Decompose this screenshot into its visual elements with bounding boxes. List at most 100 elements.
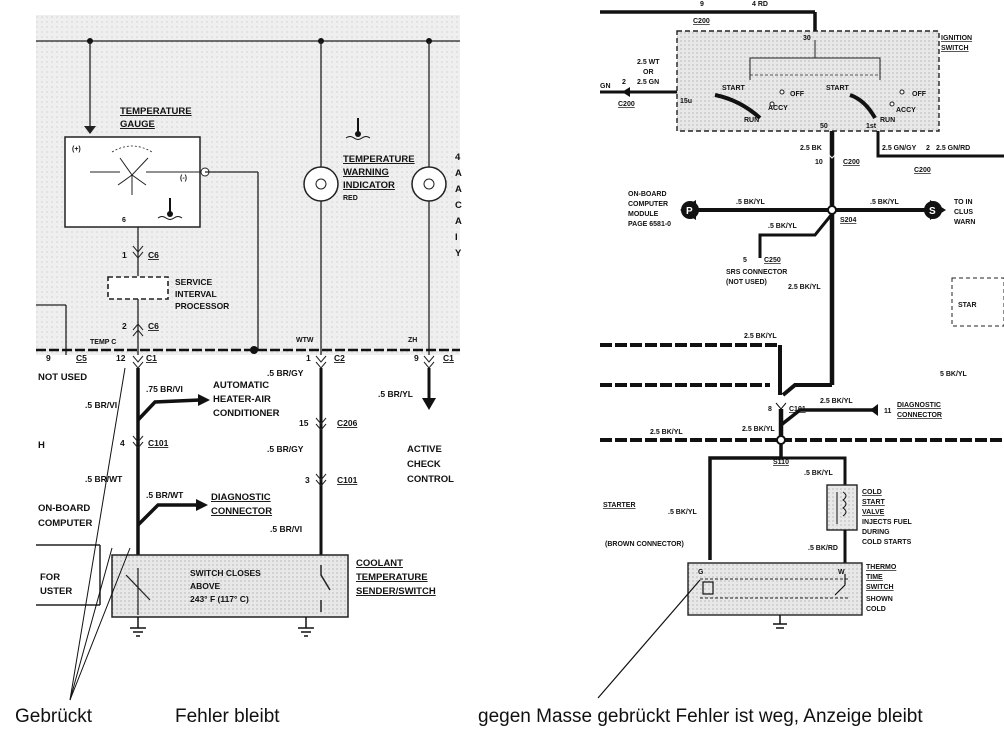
svg-text:A: A bbox=[455, 168, 462, 179]
c250: C250 bbox=[764, 257, 781, 264]
ahac-line-3: CONDITIONER bbox=[213, 408, 280, 419]
pin-2: 2 bbox=[622, 79, 626, 86]
c206-pin: 15 bbox=[299, 418, 309, 428]
svg-text:I: I bbox=[455, 232, 458, 243]
svg-text:A: A bbox=[455, 216, 462, 227]
c2-label: C2 bbox=[334, 353, 345, 363]
wire-5-bk-yl-a: .5 BK/YL bbox=[736, 199, 766, 206]
shown-1: SHOWN bbox=[866, 596, 893, 603]
not-used-label: NOT USED bbox=[38, 372, 87, 383]
gauge-title-2: GAUGE bbox=[120, 119, 155, 130]
wire-or: OR bbox=[643, 69, 654, 76]
for-cluster-2: USTER bbox=[40, 586, 72, 597]
c200-right: C200 bbox=[914, 167, 931, 174]
c1-label: C1 bbox=[146, 353, 157, 363]
accy-2: ACCY bbox=[896, 107, 916, 114]
off-1: OFF bbox=[790, 91, 805, 98]
temperature-gauge: TEMPERATURE GAUGE (+) (-) 6 bbox=[64, 106, 210, 228]
c6-label-top: C6 bbox=[148, 250, 159, 260]
obc-module-3: MODULE bbox=[628, 211, 659, 218]
wire-25-bk-yl-c: 2.5 BK/YL bbox=[820, 398, 853, 405]
wire-5-br-vi: .5 BR/VI bbox=[85, 400, 117, 410]
diag-pin-r: 11 bbox=[884, 408, 892, 415]
inject-1: INJECTS FUEL bbox=[862, 519, 913, 526]
wire-25-bk-yl-e: 2.5 BK/YL bbox=[650, 429, 683, 436]
inject-2: DURING bbox=[862, 529, 890, 536]
ignition-title-2: SWITCH bbox=[941, 45, 969, 52]
to-in-3: WARN bbox=[954, 219, 975, 226]
ground-symbol-tts bbox=[773, 615, 787, 629]
pointer-line-3 bbox=[69, 547, 131, 701]
srs-1: SRS CONNECTOR bbox=[726, 269, 787, 276]
sip-line-1: SERVICE bbox=[175, 277, 212, 287]
pin-30: 30 bbox=[803, 35, 811, 42]
p-marker: P bbox=[686, 206, 693, 217]
wire-75-br-vi: .75 BR/VI bbox=[146, 384, 183, 394]
warning-title-1: TEMPERATURE bbox=[343, 154, 415, 165]
wire-5-br-yl: .5 BR/YL bbox=[378, 389, 413, 399]
tts-3: SWITCH bbox=[866, 584, 894, 591]
srs-2: (NOT USED) bbox=[726, 279, 767, 286]
tts-1: THERMO bbox=[866, 564, 897, 571]
obc-module-2: COMPUTER bbox=[628, 201, 668, 208]
h-label: H bbox=[38, 440, 45, 451]
sip-line-2: INTERVAL bbox=[175, 289, 217, 299]
caption-bridged: Gebrückt bbox=[15, 706, 93, 727]
s-marker: S bbox=[929, 206, 936, 217]
to-in-1: TO IN bbox=[954, 199, 973, 206]
run-2: RUN bbox=[880, 117, 895, 124]
pin-12-c1: 12 bbox=[116, 353, 126, 363]
wire-5-bk-yl-d: 5 BK/YL bbox=[940, 371, 968, 378]
warning-lamp bbox=[303, 166, 339, 202]
pin-50: 50 bbox=[820, 123, 828, 130]
wire-25-wt: 2.5 WT bbox=[637, 59, 660, 66]
sender-title-3: SENDER/SWITCH bbox=[356, 586, 436, 597]
wire-25-bk-yl-d: 2.5 BK/YL bbox=[742, 426, 775, 433]
inject-3: COLD STARTS bbox=[862, 539, 912, 546]
pin-2b: 2 bbox=[926, 145, 930, 152]
c206-label: C206 bbox=[337, 418, 358, 428]
diag-conn-r-1: DIAGNOSTIC bbox=[897, 402, 941, 409]
c200-top: C200 bbox=[693, 18, 710, 25]
c5-label: C5 bbox=[76, 353, 87, 363]
c6-pin-bottom: 2 bbox=[122, 321, 127, 331]
ignition-title-1: IGNITION bbox=[941, 35, 972, 42]
ahac-line-1: AUTOMATIC bbox=[213, 380, 269, 391]
pin-9-c5: 9 bbox=[46, 353, 51, 363]
c101-pin: 4 bbox=[120, 438, 125, 448]
wire-25-gn: 2.5 GN bbox=[637, 79, 659, 86]
pin-1st: 1st bbox=[866, 123, 877, 130]
wire-5-br-wt-b: .5 BR/WT bbox=[146, 490, 184, 500]
gauge-plus: (+) bbox=[72, 146, 81, 153]
pin-g: G bbox=[698, 569, 704, 576]
ahac-line-2: HEATER-AIR bbox=[213, 394, 271, 405]
c101-label: C101 bbox=[148, 438, 169, 448]
obc-module-1: ON-BOARD bbox=[628, 191, 667, 198]
sender-title-2: TEMPERATURE bbox=[356, 572, 428, 583]
warning-title-3: INDICATOR bbox=[343, 180, 395, 191]
pin-1-c2: 1 bbox=[306, 353, 311, 363]
svg-text:A: A bbox=[455, 184, 462, 195]
c101-pin-r: 8 bbox=[768, 406, 772, 413]
coolant-sender-box bbox=[111, 554, 349, 618]
star-label: STAR bbox=[958, 302, 977, 309]
pointer-line-right bbox=[597, 579, 701, 699]
switch-text-2: ABOVE bbox=[190, 581, 221, 591]
side-letters: 4 A A C A I Y bbox=[455, 152, 462, 259]
pin-10: 10 bbox=[815, 159, 823, 166]
wire-25-gn-rd: 2.5 GN/RD bbox=[936, 145, 970, 152]
c101b-pin: 3 bbox=[305, 475, 310, 485]
temp-c-label: TEMP C bbox=[90, 339, 116, 346]
pointer-line-2 bbox=[69, 547, 113, 701]
gauge-pin: 6 bbox=[122, 217, 126, 224]
ground-symbol-left bbox=[130, 617, 146, 637]
wtw-label: WTW bbox=[296, 337, 314, 344]
sip-line-3: PROCESSOR bbox=[175, 301, 229, 311]
service-interval-processor bbox=[107, 276, 169, 300]
ground-symbol-right bbox=[298, 617, 314, 637]
svg-text:4: 4 bbox=[455, 152, 461, 163]
gn-label: GN bbox=[600, 83, 611, 90]
s110: S110 bbox=[773, 459, 789, 466]
warning-title-2: WARNING bbox=[343, 167, 389, 178]
